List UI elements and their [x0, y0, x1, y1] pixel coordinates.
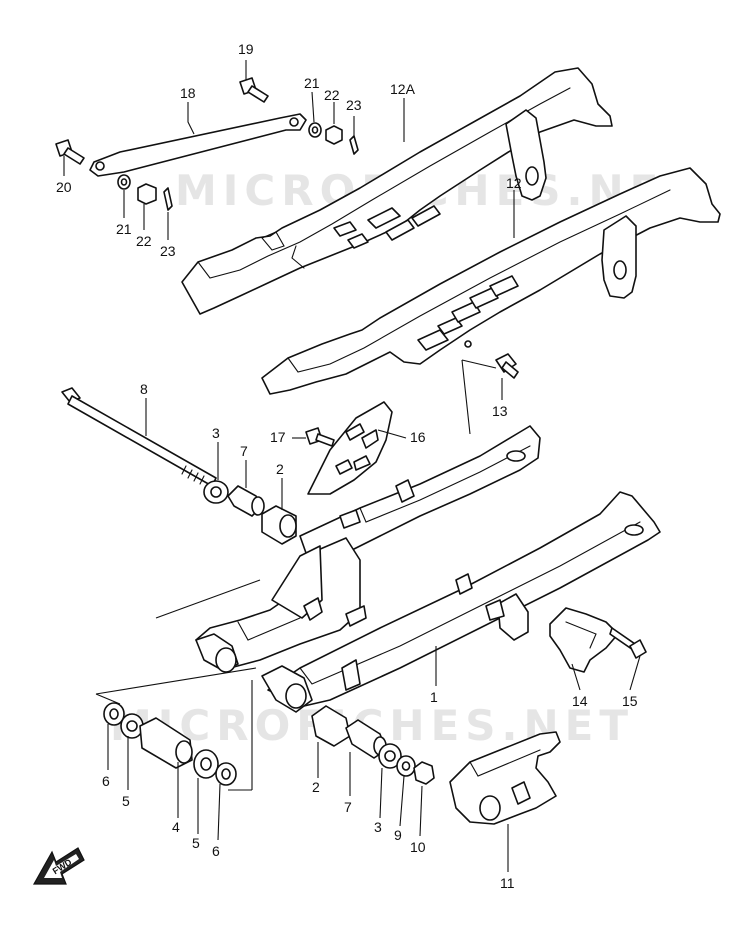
bushing-2-upper[interactable]	[261, 505, 297, 545]
chain-case-12[interactable]	[261, 167, 721, 395]
callout-8: 8	[140, 381, 148, 397]
washer-6-left[interactable]	[103, 702, 125, 726]
callout-21-left: 21	[116, 221, 132, 237]
callout-17: 17	[270, 429, 286, 445]
bolt-17[interactable]	[305, 427, 335, 447]
bearing-7-upper[interactable]	[227, 485, 265, 517]
callout-5-left: 5	[122, 793, 130, 809]
chain-guide-16[interactable]	[307, 401, 393, 495]
chain-buffer-11[interactable]	[449, 731, 561, 825]
callout-22-left: 22	[136, 233, 152, 249]
callout-23-top: 23	[346, 97, 362, 113]
bracket-14[interactable]	[549, 607, 619, 673]
bolt-20[interactable]	[55, 139, 85, 165]
callout-20: 20	[56, 179, 72, 195]
callout-3-upper: 3	[212, 425, 220, 441]
callout-2-lower: 2	[312, 779, 320, 795]
callout-22-top: 22	[324, 87, 340, 103]
bolt-13[interactable]	[495, 353, 519, 379]
nut-22-left[interactable]	[137, 183, 157, 205]
callout-5-right: 5	[192, 835, 200, 851]
callout-23-left: 23	[160, 243, 176, 259]
callout-12: 12	[506, 175, 522, 191]
callout-13: 13	[492, 403, 508, 419]
dust-seal-3-lower[interactable]	[378, 743, 402, 769]
forward-arrow-icon: FWD	[32, 847, 85, 885]
callout-3-lower: 3	[374, 819, 382, 835]
nut-10[interactable]	[413, 761, 435, 785]
callout-19: 19	[238, 41, 254, 57]
bolt-19[interactable]	[239, 77, 269, 103]
washer-21-top[interactable]	[308, 122, 322, 138]
callout-14: 14	[572, 693, 588, 709]
spacer-4[interactable]	[139, 717, 193, 769]
washer-21-left[interactable]	[117, 174, 131, 190]
bolt-15[interactable]	[609, 627, 647, 659]
pivot-shaft-8[interactable]	[61, 387, 217, 487]
rod-18[interactable]	[89, 113, 307, 177]
swingarm-1[interactable]	[195, 425, 661, 713]
cotter-pin-23-left[interactable]	[163, 187, 173, 211]
chain-case-12a[interactable]	[181, 67, 613, 315]
callout-18: 18	[180, 85, 196, 101]
callout-7-upper: 7	[240, 443, 248, 459]
callout-4: 4	[172, 819, 180, 835]
washer-9[interactable]	[396, 755, 416, 777]
leader-lines	[63, 60, 641, 872]
callout-16: 16	[410, 429, 426, 445]
washer-6-right[interactable]	[215, 762, 237, 786]
callout-6-left: 6	[102, 773, 110, 789]
callout-6-right: 6	[212, 843, 220, 859]
callout-12a: 12A	[390, 81, 416, 97]
callout-7-lower: 7	[344, 799, 352, 815]
callout-1: 1	[430, 689, 438, 705]
cotter-pin-23-top[interactable]	[349, 135, 359, 155]
callout-15: 15	[622, 693, 638, 709]
nut-22-top[interactable]	[325, 125, 343, 145]
callout-9: 9	[394, 827, 402, 843]
dust-seal-3-upper[interactable]	[203, 480, 229, 504]
callout-21-top: 21	[304, 75, 320, 91]
callout-2-upper: 2	[276, 461, 284, 477]
callout-11: 11	[500, 875, 515, 891]
callout-10: 10	[410, 839, 426, 855]
seal-5-right[interactable]	[193, 749, 219, 779]
callout-labels: 18 19 20 21 22 23 12A 21 22 23 12 8 13 3…	[56, 41, 638, 891]
